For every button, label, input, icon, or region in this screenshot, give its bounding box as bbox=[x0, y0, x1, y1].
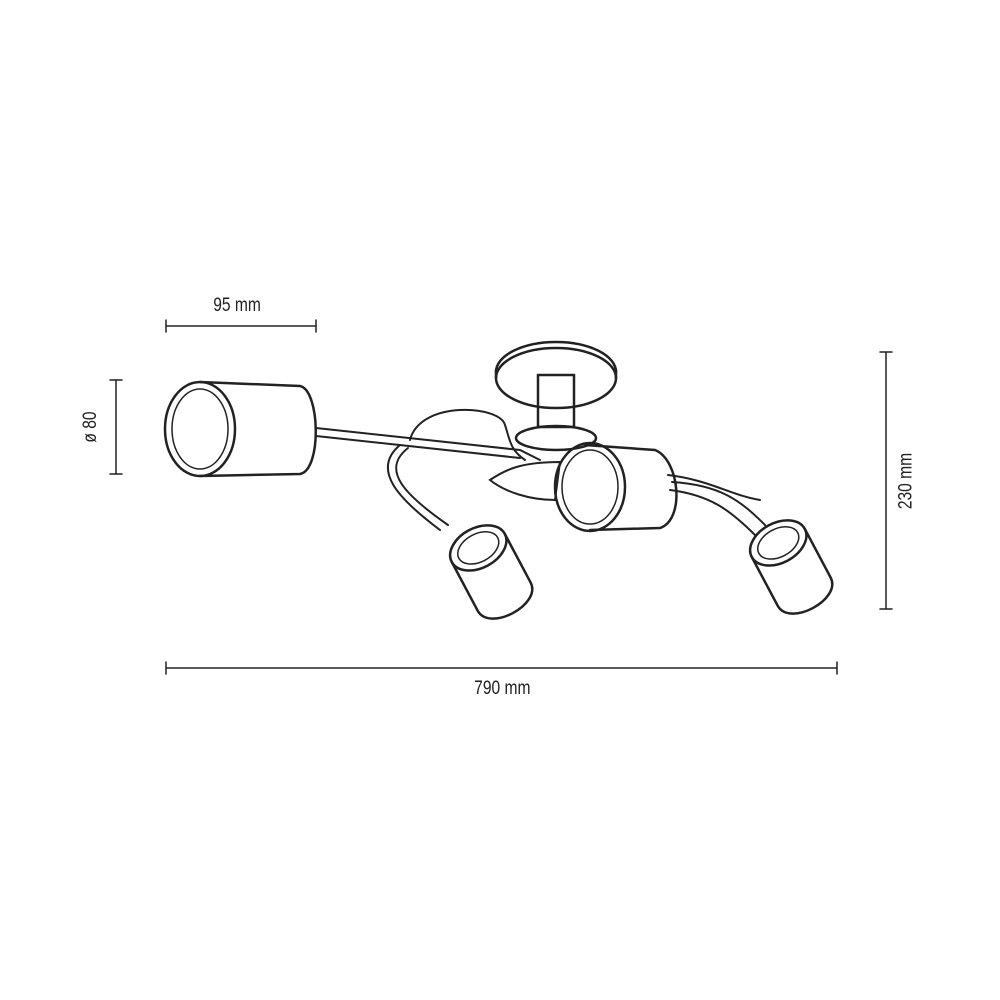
label-width: 790 mm bbox=[474, 678, 531, 699]
dimension-line-width bbox=[165, 661, 838, 675]
label-shade-length: 95 mm bbox=[213, 295, 261, 316]
lamp-arms bbox=[315, 408, 766, 536]
label-shade-diameter: ø 80 bbox=[80, 411, 102, 443]
shade-lower-right bbox=[748, 519, 834, 615]
dimension-line-shade-diameter bbox=[109, 379, 123, 475]
shade-lower-left bbox=[448, 524, 534, 620]
ceiling-canopy bbox=[494, 340, 618, 452]
dimension-line-height bbox=[879, 351, 893, 610]
label-height: 230 mm bbox=[895, 452, 917, 510]
dimension-line-shade-length bbox=[165, 319, 317, 333]
shade-center bbox=[553, 441, 678, 533]
shade-left bbox=[163, 380, 317, 478]
